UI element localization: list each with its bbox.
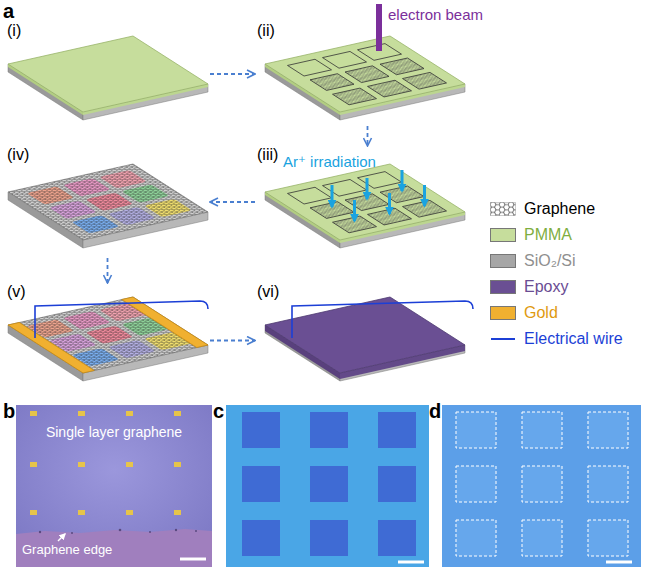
- legend-entry: Electrical wire: [490, 328, 623, 350]
- patterned-graphene: [8, 164, 208, 248]
- step-number: (iv): [7, 146, 29, 164]
- panel-letter: a: [3, 0, 14, 23]
- process-arrow: [367, 126, 369, 146]
- panel-letter: d: [429, 400, 441, 423]
- process-arrow: [210, 201, 255, 203]
- step-number: (v): [7, 283, 26, 301]
- step-panel: (v): [5, 283, 210, 398]
- step-number: (ii): [257, 22, 275, 40]
- electrical-wire: [292, 301, 473, 338]
- process-arrow: [107, 258, 109, 283]
- micrograph-c: [226, 405, 429, 567]
- ion-arrows: [332, 170, 425, 221]
- image-annotation: Graphene edge: [22, 543, 112, 558]
- legend-sample: [490, 202, 516, 216]
- legend-entry: Epoxy: [490, 276, 568, 298]
- process-arrow: [210, 340, 255, 342]
- step-panel: (ii): [255, 22, 480, 126]
- beam-label: electron beam: [388, 6, 483, 23]
- step-panel: (iv): [5, 146, 210, 258]
- irradiation-substrate: [265, 164, 465, 248]
- legend-sample: [490, 332, 516, 346]
- step-number: (vi): [257, 283, 279, 301]
- panel-letter: c: [213, 400, 224, 423]
- legend-swatch: [490, 280, 516, 294]
- pmma-substrate: [8, 36, 208, 120]
- step-panel: (i): [5, 22, 210, 126]
- process-arrow: [210, 73, 255, 75]
- micrograph-b: [16, 405, 212, 567]
- electrical-wire: [35, 301, 208, 338]
- legend-swatch: [490, 228, 516, 242]
- panel-letter: b: [3, 400, 15, 423]
- legend-text: SiO₂/Si: [524, 252, 576, 270]
- legend-swatch: [490, 254, 516, 268]
- legend-text: Epoxy: [524, 278, 568, 296]
- micrograph-d: [442, 405, 641, 567]
- step-panel: (vi): [255, 283, 480, 398]
- legend-text: Electrical wire: [524, 330, 623, 348]
- irradiation-label: Ar⁺ irradiation: [283, 153, 376, 170]
- legend-text: Graphene: [524, 200, 595, 218]
- electron-beam: [376, 4, 382, 51]
- legend-entry: SiO₂/Si: [490, 250, 576, 272]
- legend-text: PMMA: [524, 226, 572, 244]
- legend-text: Gold: [524, 304, 558, 322]
- step-number: (i): [7, 22, 21, 40]
- legend-entry: PMMA: [490, 224, 572, 246]
- epoxy-encapsulation: [265, 297, 473, 381]
- gold-contacts: [8, 297, 208, 381]
- legend-entry: Gold: [490, 302, 558, 324]
- legend-entry: Graphene: [490, 198, 595, 220]
- legend-swatch: [490, 306, 516, 320]
- image-annotation: Single layer graphene: [16, 424, 212, 440]
- step-number: (iii): [257, 146, 278, 164]
